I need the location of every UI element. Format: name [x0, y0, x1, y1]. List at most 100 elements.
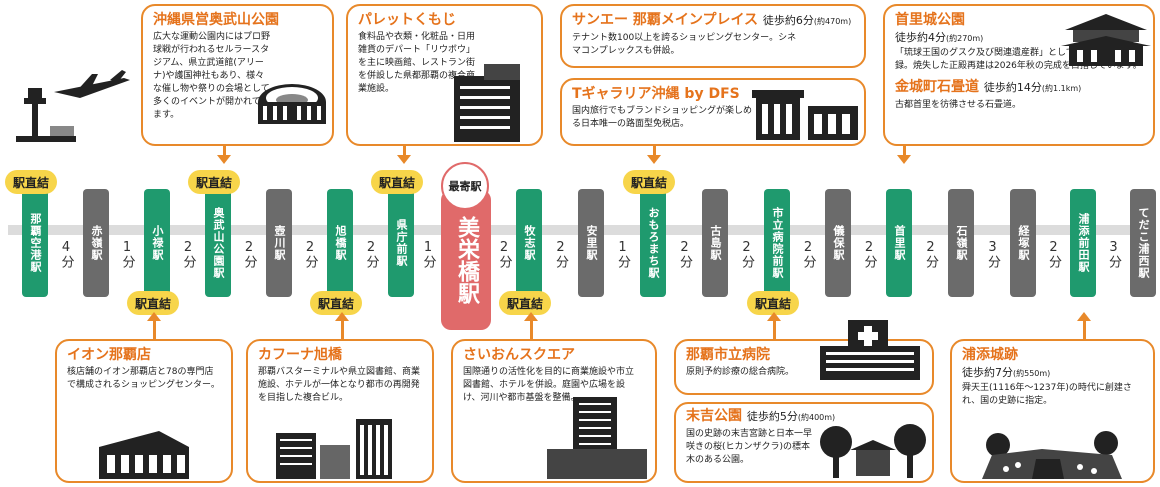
connector-arrow — [397, 155, 411, 164]
spot-desc: 食料品や衣類・化粧品・日用雑貨のデパート「リウボウ」を主に映画館、レストラン街を… — [358, 32, 476, 94]
interval-time: 3分 — [1106, 240, 1121, 268]
castle-ruins-icon — [982, 431, 1122, 479]
department-store-icon — [454, 64, 520, 142]
direct-connect-badge: 駅直結 — [188, 170, 241, 194]
connector-arrow — [147, 312, 161, 321]
interval-time: 2分 — [241, 240, 257, 268]
hospital-icon — [820, 320, 920, 380]
station-name: 旭橋駅 — [334, 225, 347, 261]
walk-info: 徒歩約4分(約270m) — [895, 29, 1143, 45]
connector-arrow — [767, 312, 781, 321]
station-11: 古島駅 — [702, 189, 728, 297]
stadium-icon — [258, 84, 326, 124]
spot-title: パレットくもじ — [358, 12, 456, 28]
spot-sueyoshi-box: 末吉公園 徒歩約5分(約400m) 国の史跡の末吉宮跡と日本一早咲きの桜(ヒカン… — [674, 402, 934, 483]
spot-shurijo-box: 首里城公園 徒歩約4分(約270m) 「琉球王国のグスク及び関連遺産群」として世… — [883, 4, 1155, 146]
station-name: 小禄駅 — [151, 225, 164, 261]
connector-arrow — [897, 155, 911, 164]
station-16: 経塚駅 — [1010, 189, 1036, 297]
spot-kafuna-box: カフーナ旭橋 那覇バスターミナルや県立図書館、商業施設、ホテルが一体となり都市の… — [246, 339, 434, 483]
spot-desc: 「琉球王国のグスク及び関連遺産群」として世界遺産に登録。焼失した正殿再建は202… — [895, 48, 1142, 71]
station-10: おもろまち駅 — [640, 189, 666, 297]
walk-distance: (約470m) — [813, 17, 852, 26]
connector-arrow — [335, 312, 349, 321]
station-12: 市立病院前駅 — [764, 189, 790, 297]
spot-title: 金城町石畳道 徒歩約14分(約1.1km) — [895, 79, 1143, 97]
station-name: 那覇空港駅 — [29, 213, 42, 273]
station-18: てだこ浦西駅 — [1130, 189, 1156, 297]
station-name: 市立病院前駅 — [771, 207, 784, 279]
walk-time: 徒歩約7分 — [962, 366, 1013, 379]
interval-time: 2分 — [180, 240, 196, 268]
connector — [223, 146, 226, 156]
interval-time: 2分 — [363, 240, 379, 268]
direct-connect-badge: 駅直結 — [747, 291, 800, 315]
interval-time: 2分 — [800, 240, 816, 268]
airport-illustration — [16, 70, 130, 142]
walk-distance: (約400m) — [797, 413, 836, 422]
station-name: 安里駅 — [585, 225, 598, 261]
spot-desc: 国際通りの活性化を目的に商業施設や市立図書館、ホテルを併設。庭園や広場を設け、河… — [463, 367, 635, 403]
direct-connect-badge: 駅直結 — [5, 170, 58, 194]
interval-time: 2分 — [739, 240, 754, 268]
station-name: 経塚駅 — [1017, 225, 1030, 261]
spot-urasoe-box: 浦添城跡 徒歩約7分(約550m) 舜天王(1116年〜1237年)の時代に創建… — [950, 339, 1155, 483]
connector-arrow — [524, 312, 538, 321]
connector-arrow — [647, 155, 661, 164]
spot-desc: 広大な運動公園内にはプロ野球戦が行われるセルラースタジアム、県立武道館(アリーナ… — [153, 32, 271, 120]
spot-desc: 国の史跡の末吉宮跡と日本一早咲きの桜(ヒカンザクラ)の標本木のある公園。 — [686, 429, 813, 465]
spot-desc: 原則予約診療の総合病院。 — [686, 367, 795, 377]
spot-title-text: サンエー 那覇メインプレイス — [572, 12, 759, 28]
walk-time: 徒歩約14分 — [983, 81, 1042, 94]
spot-title: サンエー 那覇メインプレイス 徒歩約6分(約470m) — [572, 12, 854, 30]
mall-icon — [99, 431, 189, 479]
spot-title: イオン那覇店 — [67, 347, 151, 363]
station-name: 壺川駅 — [273, 225, 286, 261]
interval-time: 1分 — [119, 240, 135, 268]
station-17: 浦添前田駅 — [1070, 189, 1096, 297]
interval-time: 2分 — [861, 240, 877, 268]
station-name: てだこ浦西駅 — [1137, 207, 1150, 279]
station-name: 赤嶺駅 — [90, 225, 103, 261]
spot-title: 沖縄県営奥武山公園 — [153, 12, 279, 28]
interval-time: 2分 — [302, 240, 318, 268]
interval-time: 4分 — [58, 240, 74, 268]
connector — [341, 319, 344, 339]
direct-connect-badge: 駅直結 — [623, 170, 676, 194]
connector — [403, 146, 406, 156]
station-6: 県庁前駅 — [388, 189, 414, 297]
spot-desc: 核店舗のイオン那覇店と78の専門店で構成されるショッピングセンター。 — [67, 367, 220, 390]
spot-desc: 舜天王(1116年〜1237年)の時代に創建され、国の史跡に指定。 — [962, 383, 1132, 406]
spot-title-text: 金城町石畳道 — [895, 79, 979, 95]
complex-building-icon — [276, 419, 392, 479]
spot-saion-box: さいおんスクエア 国際通りの活性化を目的に商業施設や市立図書館、ホテルを併設。庭… — [451, 339, 657, 483]
connector-arrow — [217, 155, 231, 164]
station-14: 首里駅 — [886, 189, 912, 297]
station-name: 浦添前田駅 — [1077, 213, 1090, 273]
spot-title: 那覇市立病院 — [686, 347, 770, 363]
spot-aeon-box: イオン那覇店 核店舗のイオン那覇店と78の専門店で構成されるショッピングセンター… — [55, 339, 233, 483]
station-9: 安里駅 — [578, 189, 604, 297]
connector — [653, 146, 656, 156]
station-name: 石嶺駅 — [955, 225, 968, 261]
station-name: 首里駅 — [893, 225, 906, 261]
station-name: 奥武山公園駅 — [212, 207, 225, 279]
direct-connect-badge: 駅直結 — [127, 291, 180, 315]
interval-time: 1分 — [615, 240, 630, 268]
spot-title: 末吉公園 徒歩約5分(約400m) — [686, 408, 922, 426]
spot-title-text: 末吉公園 — [686, 408, 742, 424]
walk-distance: (約1.1km) — [1041, 84, 1082, 93]
spot-okinawa-park-box: 沖縄県営奥武山公園 広大な運動公園内にはプロ野球戦が行われるセルラースタジアム、… — [141, 4, 334, 146]
spot-desc: 那覇バスターミナルや県立図書館、商業施設、ホテルが一体となり都市の再開発を目指し… — [258, 367, 421, 403]
spot-title: さいおんスクエア — [463, 347, 575, 363]
connector — [773, 319, 776, 339]
interval-time: 2分 — [1046, 240, 1061, 268]
spot-palette-box: パレットくもじ 食料品や衣類・化粧品・日用雑貨のデパート「リウボウ」を主に映画館… — [346, 4, 543, 146]
direct-connect-badge: 駅直結 — [499, 291, 552, 315]
castle-icon — [1061, 14, 1151, 66]
station-1: 赤嶺駅 — [83, 189, 109, 297]
station-0: 那覇空港駅 — [22, 189, 48, 297]
station-name: 儀保駅 — [832, 225, 845, 261]
walk-distance: (約550m) — [1013, 369, 1051, 378]
station-8: 牧志駅 — [516, 189, 542, 297]
